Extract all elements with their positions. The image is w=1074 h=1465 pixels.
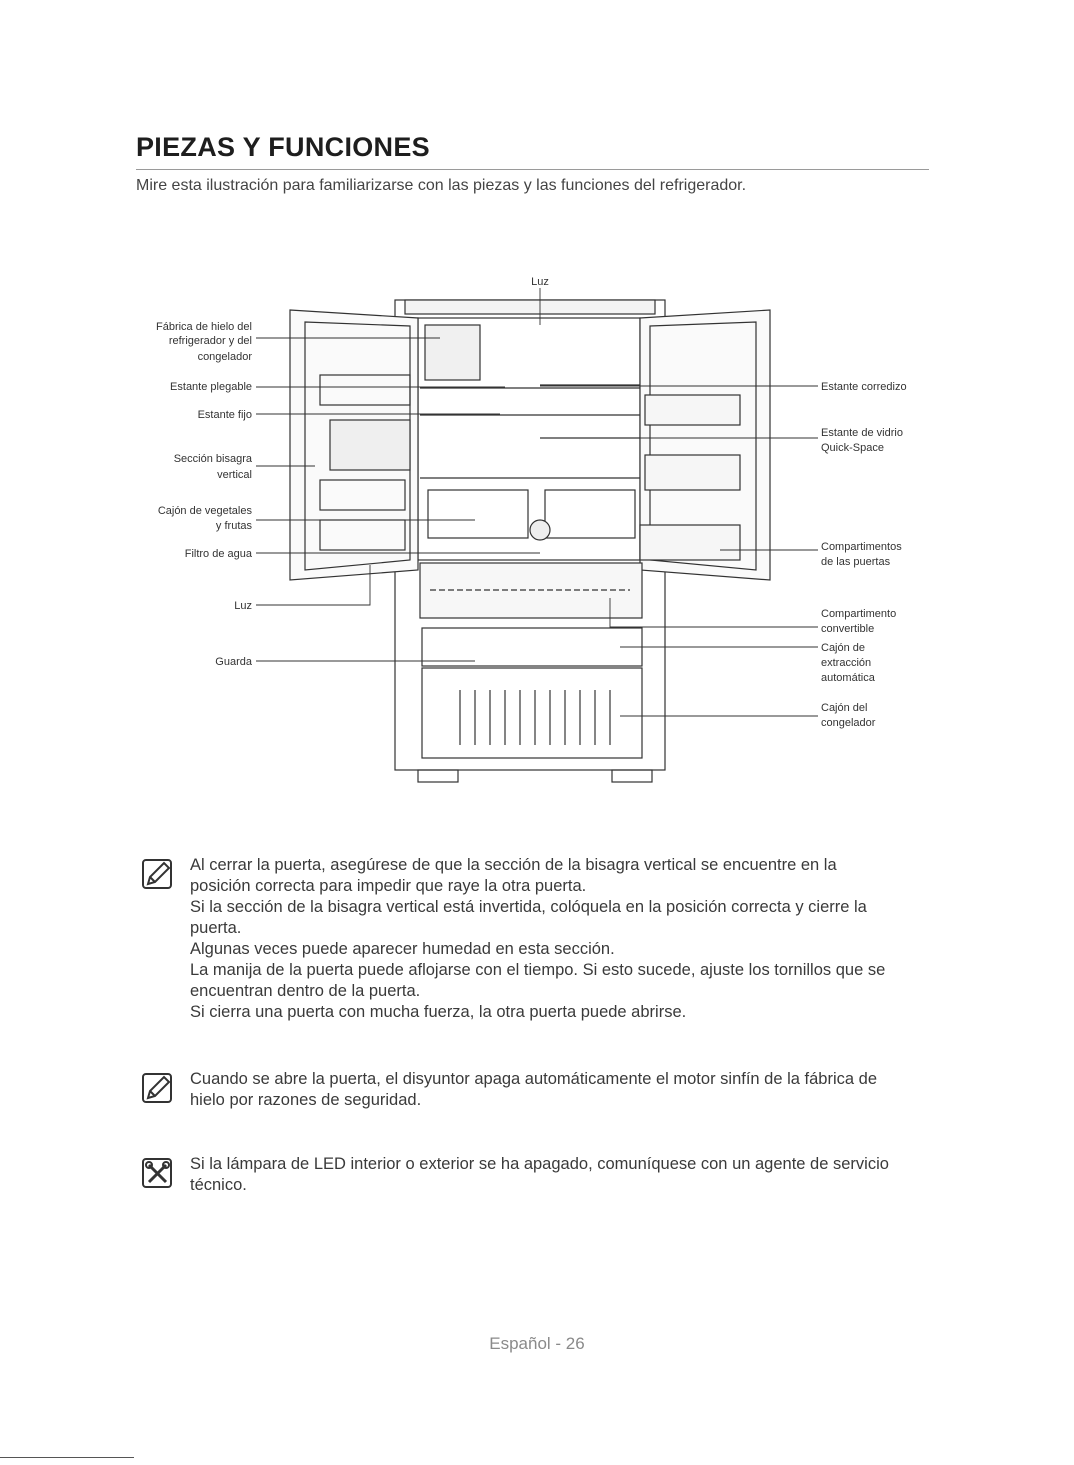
freezer-basket	[459, 690, 611, 745]
door-bin	[639, 524, 741, 561]
note-ice-maker-text: Cuando se abre la puerta, el disyuntor a…	[190, 1069, 930, 1111]
label-cajon-congelador-2: congelador	[821, 717, 876, 729]
ice-maker	[424, 324, 481, 381]
tools-icon	[142, 1158, 172, 1188]
label-estante-corredizo: Estante corredizo	[821, 381, 907, 393]
label-cajon-vegetales-1: Cajón de vegetales	[158, 505, 253, 517]
note-pencil-icon	[142, 859, 172, 889]
top-hinge-cover	[404, 299, 656, 315]
label-luz-top: Luz	[531, 276, 549, 288]
label-compartimento-convertible-2: convertible	[821, 623, 874, 635]
crisper-drawer-right	[544, 489, 636, 539]
note-line: puerta.	[190, 919, 242, 937]
label-filtro-agua: Filtro de agua	[185, 548, 253, 560]
note-hinge-text: Al cerrar la puerta, asegúrese de que la…	[190, 855, 930, 1023]
label-fabrica-hielo-2: refrigerador y del	[169, 335, 252, 347]
refrigerator-diagram: Luz Fábrica de hielo del refrigerador y …	[156, 276, 907, 783]
intro-text: Mire esta ilustración para familiarizars…	[136, 177, 747, 194]
note-line: Si cierra una puerta con mucha fuerza, l…	[190, 1003, 687, 1021]
note-line: posición correcta para impedir que raye …	[190, 877, 587, 895]
label-cajon-vegetales-2: y frutas	[216, 520, 253, 532]
page-title: PIEZAS Y FUNCIONES	[136, 132, 430, 162]
note-line: Si la lámpara de LED interior o exterior…	[190, 1155, 889, 1173]
label-estante-plegable: Estante plegable	[170, 381, 252, 393]
label-seccion-bisagra-2: vertical	[217, 469, 252, 481]
left-door-inner	[304, 321, 411, 571]
note-pencil-icon	[142, 1073, 172, 1103]
right-door	[639, 309, 771, 581]
freezer-drawer	[421, 667, 643, 759]
label-guarda: Guarda	[215, 656, 253, 668]
note-line: Si la sección de la bisagra vertical est…	[190, 898, 867, 916]
auto-drawer	[421, 627, 643, 667]
bottom-edge-rule	[0, 1457, 134, 1458]
label-compartimentos-puertas-2: de las puertas	[821, 556, 891, 568]
note-line: La manija de la puerta puede aflojarse c…	[190, 961, 886, 979]
crisper-drawer-left	[427, 489, 529, 539]
label-compartimentos-puertas-1: Compartimentos	[821, 541, 902, 553]
page-number: Español - 26	[489, 1334, 585, 1353]
label-estante-fijo: Estante fijo	[198, 409, 252, 421]
note-line: encuentran dentro de la puerta.	[190, 982, 421, 1000]
note-line: hielo por razones de seguridad.	[190, 1091, 422, 1109]
label-seccion-bisagra-1: Sección bisagra	[174, 453, 253, 465]
label-cajon-extraccion-2: extracción	[821, 657, 871, 669]
label-fabrica-hielo-1: Fábrica de hielo del	[156, 321, 252, 333]
label-estante-vidrio-2: Quick-Space	[821, 442, 884, 454]
label-cajon-extraccion-3: automática	[821, 672, 876, 684]
label-luz-bottom: Luz	[234, 600, 252, 612]
title-divider	[136, 169, 929, 170]
water-filter	[529, 519, 551, 541]
label-cajon-congelador-1: Cajón del	[821, 702, 867, 714]
label-estante-vidrio-1: Estante de vidrio	[821, 427, 903, 439]
note-line: técnico.	[190, 1176, 247, 1194]
label-cajon-extraccion-1: Cajón de	[821, 642, 865, 654]
note-line: Cuando se abre la puerta, el disyuntor a…	[190, 1070, 877, 1088]
label-compartimento-convertible-1: Compartimento	[821, 608, 896, 620]
label-fabrica-hielo-3: congelador	[198, 351, 253, 363]
note-line: Al cerrar la puerta, asegúrese de que la…	[190, 856, 837, 874]
note-led-service-text: Si la lámpara de LED interior o exterior…	[190, 1154, 930, 1196]
note-line: Algunas veces puede aparecer humedad en …	[190, 940, 615, 958]
